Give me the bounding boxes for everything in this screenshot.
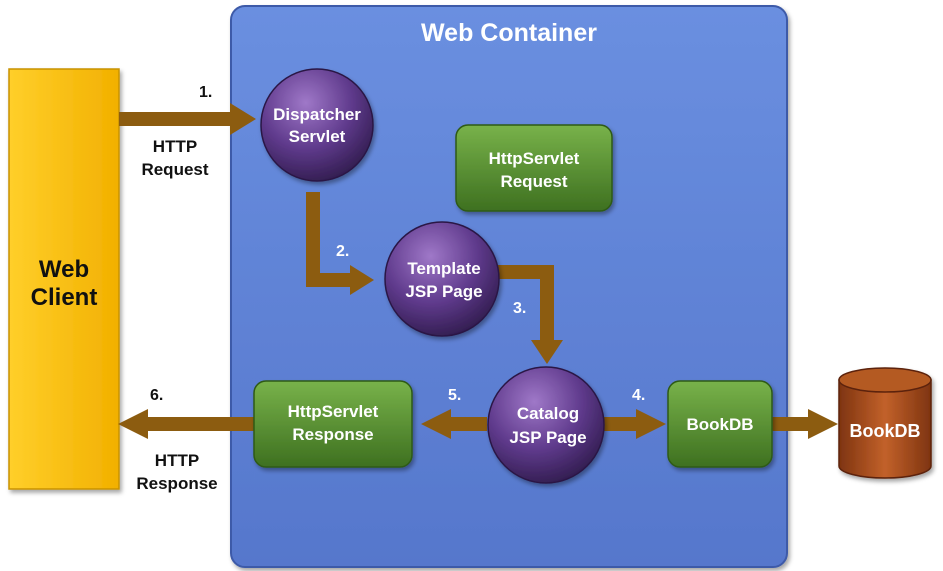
arrowhead-2 (350, 265, 374, 295)
step-3: 3. (513, 300, 526, 317)
dispatcher-servlet-node: Dispatcher Servlet (260, 68, 374, 182)
catalog-label-line2: JSP Page (509, 428, 586, 447)
web-client-label-line2: Client (31, 284, 98, 311)
response-label-line1: HttpServlet (288, 402, 379, 421)
template-label-line1: Template (407, 259, 480, 278)
template-jsp-node: Template JSP Page (384, 221, 500, 337)
step-1: 1. (199, 84, 212, 101)
http-request-line2: Request (141, 160, 208, 179)
bookdb-db-label: BookDB (850, 421, 921, 441)
web-client-label-line1: Web (39, 256, 89, 283)
catalog-jsp-node: Catalog JSP Page (487, 366, 605, 484)
dispatcher-label-line1: Dispatcher (273, 105, 361, 124)
step-labels: 1. 2. 3. 4. 5. 6. (150, 84, 645, 404)
response-label-line2: Response (292, 425, 373, 444)
step-4: 4. (632, 387, 645, 404)
arrowheads (118, 103, 838, 439)
web-client: Web Client (8, 68, 120, 490)
arrowhead-1 (230, 103, 256, 135)
catalog-label-line1: Catalog (517, 404, 579, 423)
httpservlet-request-box: HttpServlet Request (455, 124, 613, 212)
arrowhead-4 (636, 409, 666, 439)
step-6: 6. (150, 387, 163, 404)
arrowhead-6 (118, 409, 148, 439)
request-label-line1: HttpServlet (489, 149, 580, 168)
request-label-line2: Request (500, 172, 567, 191)
step-2: 2. (336, 243, 349, 260)
arrowhead-db (808, 409, 838, 439)
bookdb-database: BookDB (838, 367, 932, 479)
http-response-label: HTTP Response (136, 451, 217, 493)
arrowhead-5 (421, 409, 451, 439)
arrow-step-3 (497, 265, 554, 342)
http-request-line1: HTTP (153, 137, 197, 156)
template-label-line2: JSP Page (405, 282, 482, 301)
bookdb-bean-box: BookDB (667, 380, 773, 468)
bookdb-bean-label: BookDB (686, 415, 753, 434)
arrows (119, 112, 810, 431)
httpservlet-response-box: HttpServlet Response (253, 380, 413, 468)
arrow-step-2 (306, 192, 352, 287)
arrowhead-3 (531, 340, 563, 364)
http-response-line1: HTTP (155, 451, 199, 470)
step-5: 5. (448, 387, 461, 404)
web-container-title: Web Container (421, 19, 597, 47)
http-response-line2: Response (136, 474, 217, 493)
dispatcher-label-line2: Servlet (289, 127, 346, 146)
http-request-label: HTTP Request (141, 137, 208, 179)
